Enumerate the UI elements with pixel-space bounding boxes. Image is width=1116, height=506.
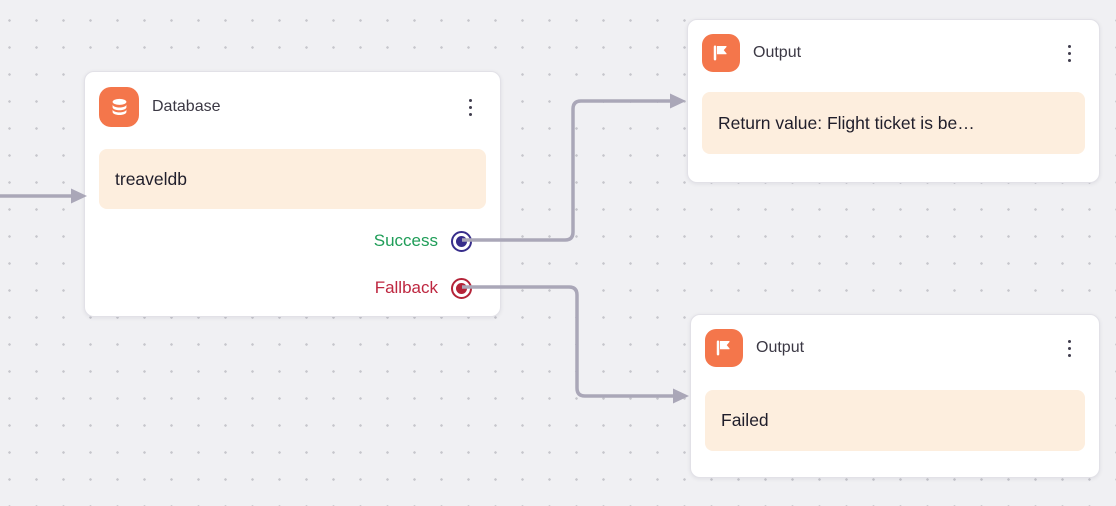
kebab-menu-icon[interactable] <box>1064 40 1075 67</box>
flag-icon <box>705 329 743 367</box>
port-row-success: Success <box>374 229 472 253</box>
fallback-port-label: Fallback <box>374 278 438 297</box>
output-message-field[interactable]: Return value: Flight ticket is be… <box>702 92 1085 154</box>
output-message-value: Return value: Flight ticket is be… <box>718 112 975 133</box>
kebab-menu-icon[interactable] <box>465 94 476 121</box>
node-title: Output <box>753 44 802 61</box>
node-header: Output <box>688 20 1099 72</box>
node-header: Output <box>691 315 1099 367</box>
fallback-port[interactable] <box>451 277 472 299</box>
node-title: Output <box>756 339 805 356</box>
success-port[interactable] <box>451 230 472 252</box>
database-name-value: treaveldb <box>115 168 187 189</box>
node-title: Database <box>152 98 221 115</box>
node-output-fallback[interactable]: Output Failed <box>690 314 1100 478</box>
flag-icon <box>702 34 740 72</box>
connector-incoming[interactable] <box>0 188 87 204</box>
port-row-fallback: Fallback <box>375 276 472 300</box>
node-database[interactable]: Database treaveldb Success Fallback <box>84 71 501 317</box>
database-name-field[interactable]: treaveldb <box>99 149 486 209</box>
success-port-label: Success <box>373 231 438 250</box>
node-header: Database <box>85 72 500 127</box>
database-icon <box>99 87 139 127</box>
node-output-success[interactable]: Output Return value: Flight ticket is be… <box>687 19 1100 183</box>
output-message-field[interactable]: Failed <box>705 390 1085 451</box>
output-message-value: Failed <box>721 410 769 430</box>
kebab-menu-icon[interactable] <box>1064 335 1075 362</box>
